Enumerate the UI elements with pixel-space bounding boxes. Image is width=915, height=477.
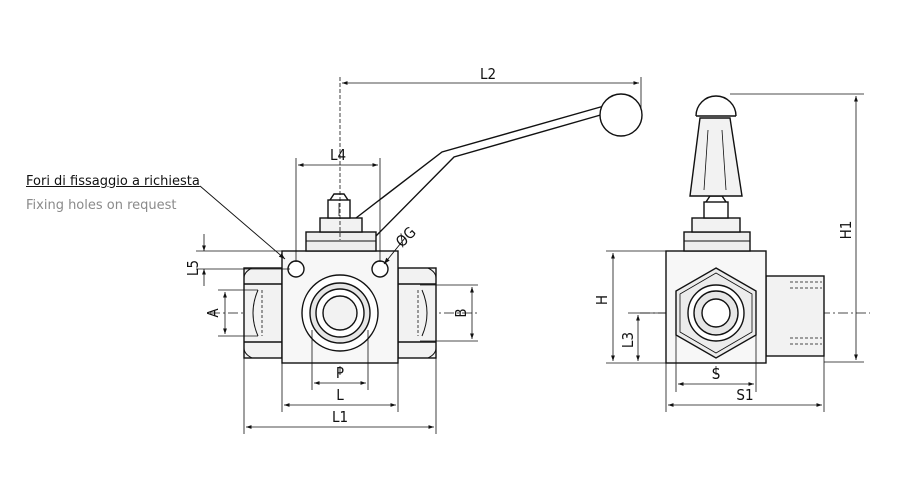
fixing-hole-left: [287, 260, 305, 278]
side-port: [765, 275, 825, 357]
fixing-holes-note-italian: Fori di fissaggio a richiesta: [26, 174, 200, 189]
label-L2: L2: [480, 65, 496, 83]
label-L5: L5: [184, 260, 202, 276]
side-dimensions: [606, 93, 864, 412]
side-port-bore: [701, 298, 731, 328]
side-view: [640, 95, 870, 375]
fixing-holes-leader: [199, 185, 286, 260]
label-S: S: [712, 365, 721, 383]
port-bore: [322, 295, 358, 331]
label-B: B: [452, 308, 470, 317]
lever-knob: [599, 93, 643, 137]
side-stem-nut: [703, 201, 729, 219]
label-A: A: [204, 308, 222, 318]
front-dimensions: [196, 77, 642, 434]
label-L1: L1: [332, 408, 348, 426]
fixing-hole-right: [371, 260, 389, 278]
right-port-nut: [397, 267, 437, 359]
stem-collar: [319, 217, 363, 233]
label-G: ØG: [392, 223, 420, 251]
label-H: H: [593, 295, 611, 305]
left-port-nut: [243, 267, 283, 359]
label-L: L: [336, 386, 344, 404]
g-leader: [383, 237, 406, 265]
dimension-labels: L2 L4 ØG L5 A B P L L1 H1 H L3 S S1: [184, 65, 855, 426]
fixing-holes-note-english: Fixing holes on request: [26, 198, 177, 213]
label-L4: L4: [330, 146, 346, 164]
lever-upper-edge: [355, 105, 605, 219]
side-handle: [689, 117, 743, 197]
label-P: P: [336, 364, 344, 382]
side-knob: [695, 95, 737, 117]
label-S1: S1: [736, 386, 753, 404]
label-L3: L3: [619, 332, 637, 348]
lever-lower-edge: [375, 113, 605, 237]
label-H1: H1: [837, 221, 855, 240]
front-view: [199, 93, 643, 375]
